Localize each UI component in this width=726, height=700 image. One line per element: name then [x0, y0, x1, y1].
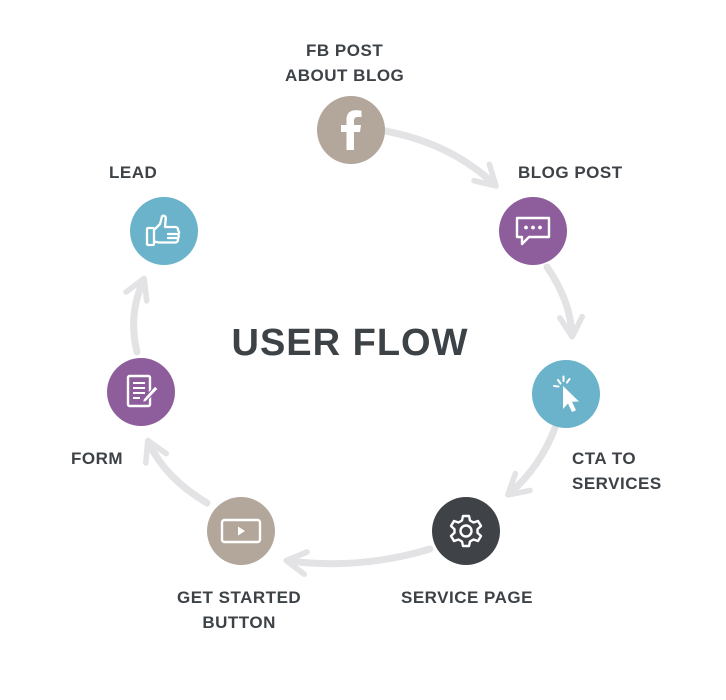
- step-node-get-started-button[interactable]: [207, 497, 275, 565]
- step-node-fb-post[interactable]: [317, 96, 385, 164]
- step-label-get-started-button: GET STARTED BUTTON: [177, 585, 301, 635]
- play-button-icon: [220, 517, 262, 545]
- arrow-getstarted-to-form: [143, 437, 211, 507]
- step-node-form[interactable]: [107, 358, 175, 426]
- step-label-line: CTA TO: [572, 449, 637, 468]
- thumbs-up-icon: [144, 213, 184, 249]
- arrow-blog-to-cta: [543, 263, 585, 340]
- arrow-cta-to-service: [505, 424, 559, 498]
- gear-icon: [448, 513, 484, 549]
- step-label-line: FB POST: [306, 41, 384, 60]
- step-node-service-page[interactable]: [432, 497, 500, 565]
- arrow-service-to-getstarted: [283, 545, 434, 578]
- step-label-line: GET STARTED: [177, 588, 302, 607]
- step-node-lead[interactable]: [130, 197, 198, 265]
- step-label-form: FORM: [71, 446, 123, 471]
- step-label-fb-post: FB POST ABOUT BLOG: [285, 38, 404, 88]
- step-node-cta-to-services[interactable]: [532, 360, 600, 428]
- step-node-blog-post[interactable]: [499, 197, 567, 265]
- step-label-line: BLOG POST: [518, 163, 623, 182]
- arrow-form-to-lead: [123, 275, 150, 356]
- step-label-line: SERVICE PAGE: [401, 588, 533, 607]
- step-label-line: BUTTON: [202, 613, 276, 632]
- step-label-line: FORM: [71, 449, 124, 468]
- step-label-line: LEAD: [109, 163, 158, 182]
- arrow-fb-to-blog: [381, 127, 499, 189]
- step-label-service-page: SERVICE PAGE: [401, 585, 533, 610]
- diagram-title: USER FLOW: [231, 322, 469, 364]
- step-label-line: SERVICES: [572, 474, 662, 493]
- cursor-click-icon: [546, 374, 586, 414]
- document-pen-icon: [123, 373, 159, 411]
- chat-bubble-icon: [514, 215, 552, 247]
- step-label-blog-post: BLOG POST: [518, 160, 623, 185]
- step-label-line: ABOUT BLOG: [285, 66, 405, 85]
- facebook-icon: [334, 110, 368, 150]
- step-label-lead: LEAD: [109, 160, 157, 185]
- step-label-cta-to-services: CTA TO SERVICES: [572, 446, 662, 496]
